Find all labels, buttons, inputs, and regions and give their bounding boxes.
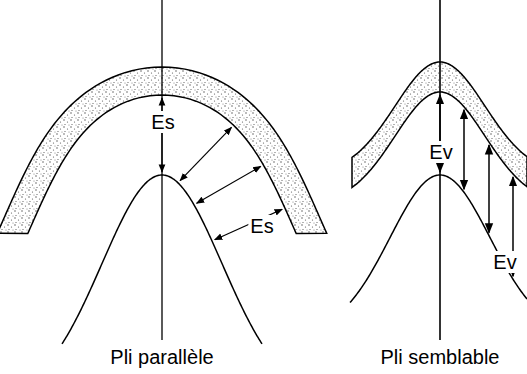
fold-surface [350,175,527,303]
thickness-label: Ev [491,251,518,273]
thickness-arrow [488,145,490,233]
axial-plane [161,0,162,340]
fold-caption: Pli parallèle [110,346,213,368]
thickness-arrow [215,209,282,240]
thickness-arrow [161,98,162,172]
thickness-label: Es [248,215,275,237]
thickness-arrow [197,166,261,203]
fold-caption: Pli semblable [381,346,500,368]
stippled-layer [0,67,327,234]
thickness-arrow [463,110,465,189]
thickness-label: Es [149,111,176,133]
thickness-label: Ev [427,141,454,163]
thickness-arrow [180,127,231,180]
axial-plane [439,0,441,340]
